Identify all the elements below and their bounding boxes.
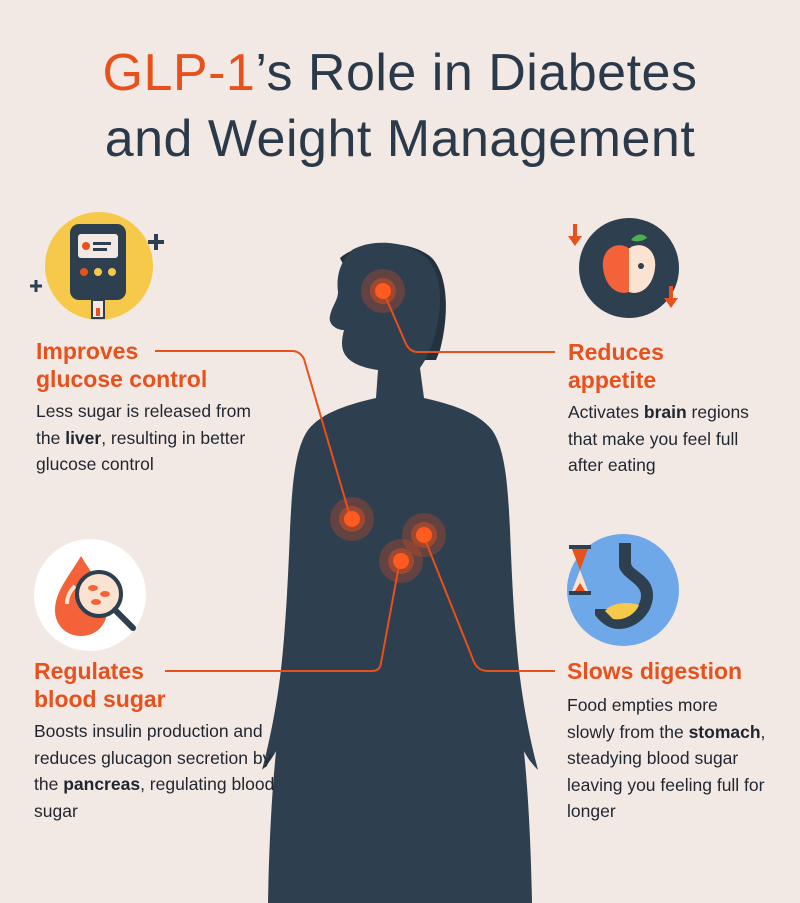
glucose-body-bold: liver <box>65 427 102 448</box>
appetite-body-text-end: regions that make you feel full after ea… <box>568 402 749 475</box>
hotspot-pancreas <box>379 539 423 583</box>
blood-sugar-body: Boosts insulin production and reduces gl… <box>34 718 299 824</box>
connector-appetite <box>382 290 555 353</box>
title-rest: ’s Role in Diabetes <box>255 44 698 102</box>
title-line-2: and Weight Management <box>104 110 696 168</box>
glucose-body: Less sugar is released from the liver, r… <box>36 398 261 478</box>
appetite-heading: Reduces appetite <box>568 338 664 394</box>
apple-icon <box>568 218 679 318</box>
connector-blood-sugar <box>165 559 401 672</box>
glucose-heading-line-1: Improves <box>36 338 139 364</box>
digestion-body-text-end: , steadying blood sugar leaving you feel… <box>567 721 766 822</box>
blood-sugar-body-text: Boosts insulin production and reduces gl… <box>34 721 272 794</box>
digestion-body-text: Food empties more slowly from the <box>567 695 718 742</box>
digestion-body-bold: stomach <box>688 721 761 742</box>
page-title: GLP-1’s Role in Diabetes and Weight Mana… <box>0 40 800 172</box>
blood-sugar-heading: Regulates blood sugar <box>34 657 166 713</box>
appetite-heading-line-1: Reduces <box>568 339 664 365</box>
digestion-body: Food empties more slowly from the stomac… <box>567 692 767 825</box>
appetite-body: Activates brain regions that make you fe… <box>568 399 773 479</box>
glucose-heading-line-2: glucose control <box>36 366 208 392</box>
hotspot-brain <box>361 269 405 313</box>
blood-sugar-heading-line-2: blood sugar <box>34 686 166 712</box>
glucose-meter-icon <box>30 212 164 320</box>
appetite-body-bold: brain <box>643 402 687 422</box>
blood-sugar-heading-line-1: Regulates <box>34 658 144 684</box>
digestion-heading-line-1: Slows digestion <box>567 658 743 684</box>
connector-lines <box>155 290 555 672</box>
glucose-body-text-end: , resulting in better glucose control <box>36 427 246 475</box>
blood-sugar-body-bold: pancreas <box>63 774 141 794</box>
appetite-body-text: Activates <box>568 402 644 422</box>
blood-sugar-body-text-end: , regulating blood sugar <box>34 774 275 821</box>
human-silhouette <box>262 242 538 903</box>
glucose-body-text: Less sugar is released from the <box>36 401 251 448</box>
stomach-hourglass-icon <box>567 534 679 646</box>
appetite-heading-line-2: appetite <box>568 367 657 393</box>
digestion-heading: Slows digestion <box>567 657 742 685</box>
blood-drop-magnifier-icon <box>34 539 146 651</box>
connector-glucose <box>155 350 351 517</box>
title-accent: GLP-1 <box>102 44 256 102</box>
hotspot-liver <box>330 497 374 541</box>
title-line-1: GLP-1’s Role in Diabetes <box>0 40 800 106</box>
glucose-heading: Improves glucose control <box>36 337 207 393</box>
connector-digestion <box>423 536 555 672</box>
hotspot-stomach <box>402 513 446 557</box>
